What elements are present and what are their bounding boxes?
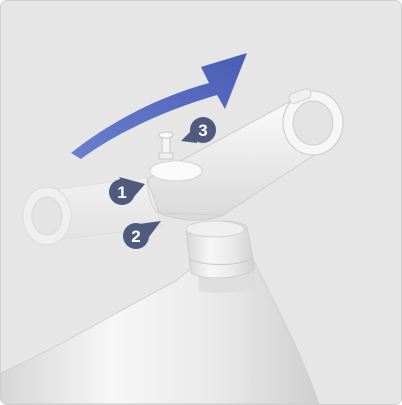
step-marker-2-label: 2 [131, 227, 140, 246]
head-tube [186, 221, 255, 278]
step-marker-3-label: 3 [198, 121, 207, 140]
step-marker-1-label: 1 [117, 183, 126, 202]
